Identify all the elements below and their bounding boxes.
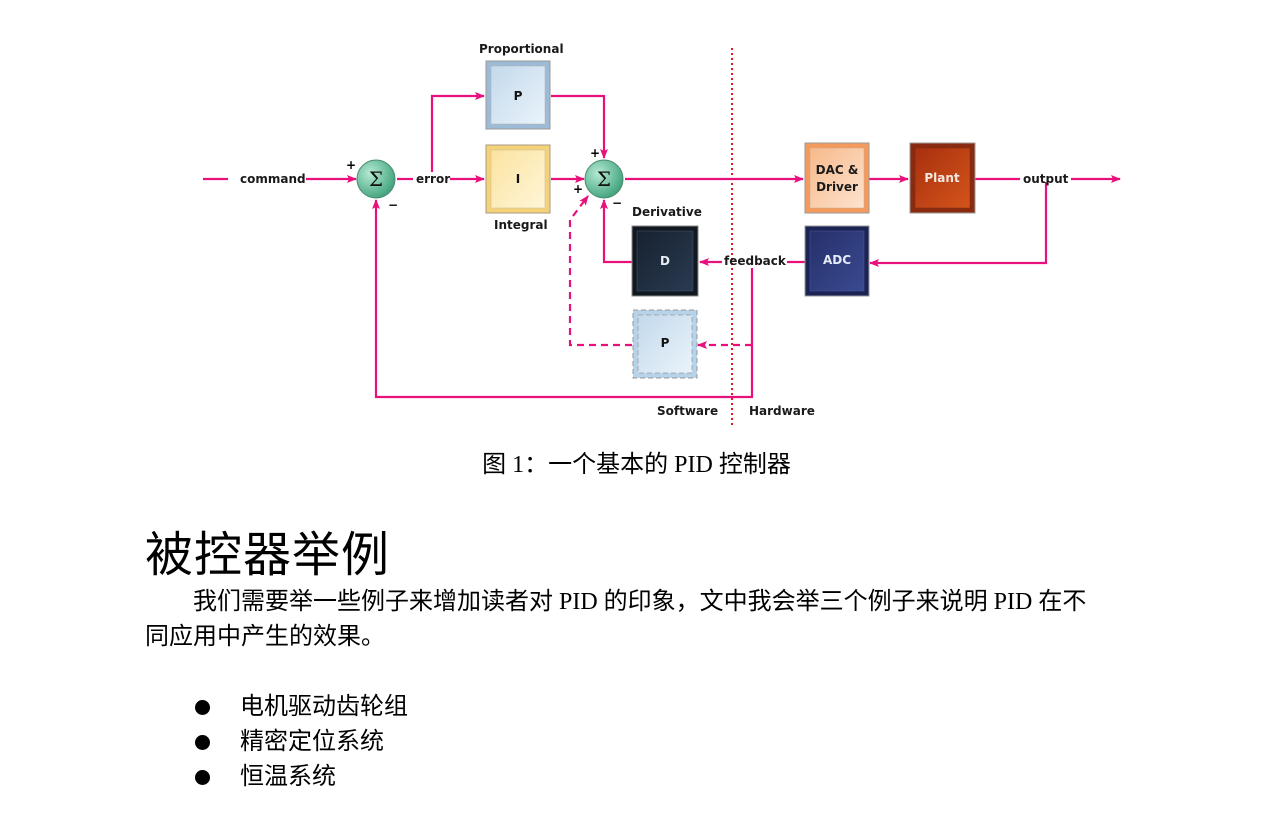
svg-text:Plant: Plant <box>924 171 960 185</box>
derivative-block: D <box>631 225 699 297</box>
plus-sign-left: + <box>573 182 583 196</box>
hardware-label: Hardware <box>749 404 815 418</box>
adc-block: ADC <box>804 225 870 297</box>
summing-junction-1: Σ + − <box>346 158 398 212</box>
output-to-adc-wire <box>869 182 1048 267</box>
hardware-proportional-block: P <box>632 309 698 379</box>
list-item-label: 恒温系统 <box>240 764 336 790</box>
command-label: command <box>240 172 306 186</box>
plus-sign-top: + <box>590 146 600 160</box>
dac-driver-block: DAC & Driver <box>804 142 870 214</box>
feedback-to-sum1-wire <box>372 199 754 399</box>
software-label: Software <box>657 404 718 418</box>
derivative-label: Derivative <box>632 205 702 219</box>
pid-block-diagram: command error output feedback Proportion… <box>203 42 1121 425</box>
summing-junction-2: Σ + + − <box>573 146 624 210</box>
output-label: output <box>1023 172 1069 186</box>
feedback-label: feedback <box>724 254 787 268</box>
error-to-p-wire <box>430 92 485 172</box>
proportional-block: P <box>485 60 551 130</box>
proportional-label: Proportional <box>479 42 564 56</box>
d-to-sum2-wire <box>600 199 633 264</box>
section-paragraph: 我们需要举一些例子来增加读者对 PID 的印象，文中我会举三个例子来说明 PID… <box>145 589 1087 650</box>
svg-text:P: P <box>514 89 523 103</box>
svg-text:P: P <box>661 336 670 350</box>
section-heading: 被控器举例 <box>145 529 391 582</box>
error-label: error <box>416 172 450 186</box>
minus-sign: − <box>388 198 398 212</box>
svg-text:D: D <box>660 254 670 268</box>
svg-text:Driver: Driver <box>816 180 858 194</box>
figure-caption: 图 1：一个基本的 PID 控制器 <box>482 452 791 478</box>
svg-text:DAC &: DAC & <box>816 163 859 177</box>
list-item-label: 精密定位系统 <box>240 729 384 755</box>
p-to-sum2-wire <box>551 94 608 159</box>
list-item: 电机驱动齿轮组 <box>195 690 408 725</box>
minus-sign: − <box>612 196 622 210</box>
list-item: 恒温系统 <box>195 760 408 795</box>
sigma-icon: Σ <box>369 167 383 191</box>
list-item-label: 电机驱动齿轮组 <box>240 694 408 720</box>
integral-label: Integral <box>494 218 548 232</box>
list-item: 精密定位系统 <box>195 725 408 760</box>
hw-p-to-sum2-wire <box>568 195 632 347</box>
bullet-icon <box>195 700 210 715</box>
plus-sign: + <box>346 158 356 172</box>
sigma-icon: Σ <box>597 167 611 191</box>
plant-block: Plant <box>909 142 976 214</box>
bullet-icon <box>195 770 210 785</box>
svg-text:I: I <box>516 172 520 186</box>
svg-text:ADC: ADC <box>823 253 851 267</box>
example-list: 电机驱动齿轮组 精密定位系统 恒温系统 <box>195 690 408 795</box>
bullet-icon <box>195 735 210 750</box>
integral-block: I <box>485 144 551 214</box>
